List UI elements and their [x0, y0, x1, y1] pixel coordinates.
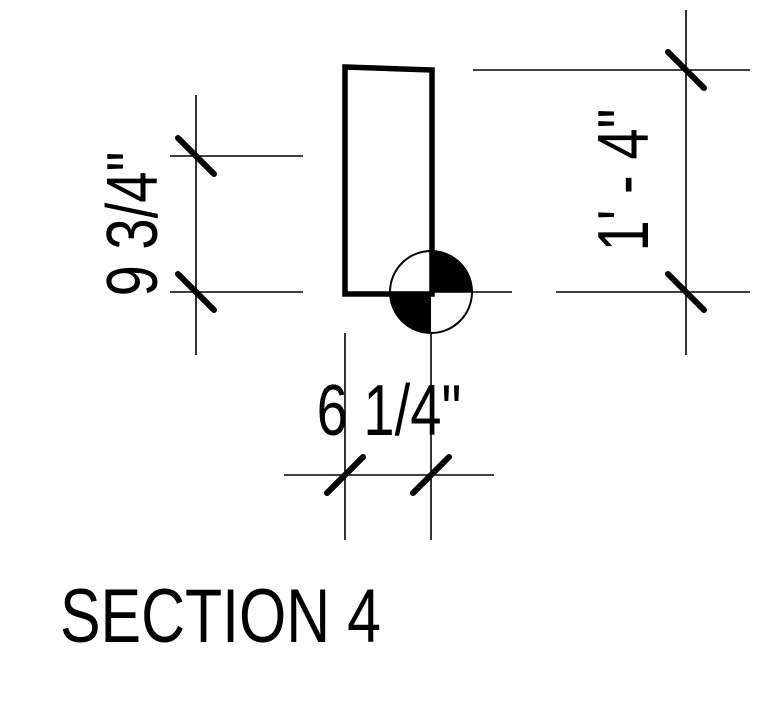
dimension-bottom: 6 1/4"	[284, 333, 494, 540]
dimension-text-right: 1' - 4"	[583, 109, 663, 252]
tick-mark-bottom	[175, 271, 217, 313]
tick-mark-top	[175, 135, 217, 177]
tick-mark-top	[665, 49, 707, 91]
plank-section	[342, 64, 435, 297]
dimension-left: 9 3/4"	[92, 95, 303, 355]
tick-mark-left	[324, 454, 366, 496]
dimension-text-left: 9 3/4"	[92, 152, 172, 297]
centroid-quadrant-top-right	[431, 251, 472, 292]
section-title: SECTION 4	[60, 574, 381, 659]
tick-mark-right	[410, 454, 452, 496]
tick-mark-bottom	[665, 271, 707, 313]
centroid-quadrant-bottom-left	[390, 292, 431, 333]
dimension-right: 1' - 4"	[473, 10, 750, 355]
dimension-text-bottom: 6 1/4"	[317, 370, 462, 450]
